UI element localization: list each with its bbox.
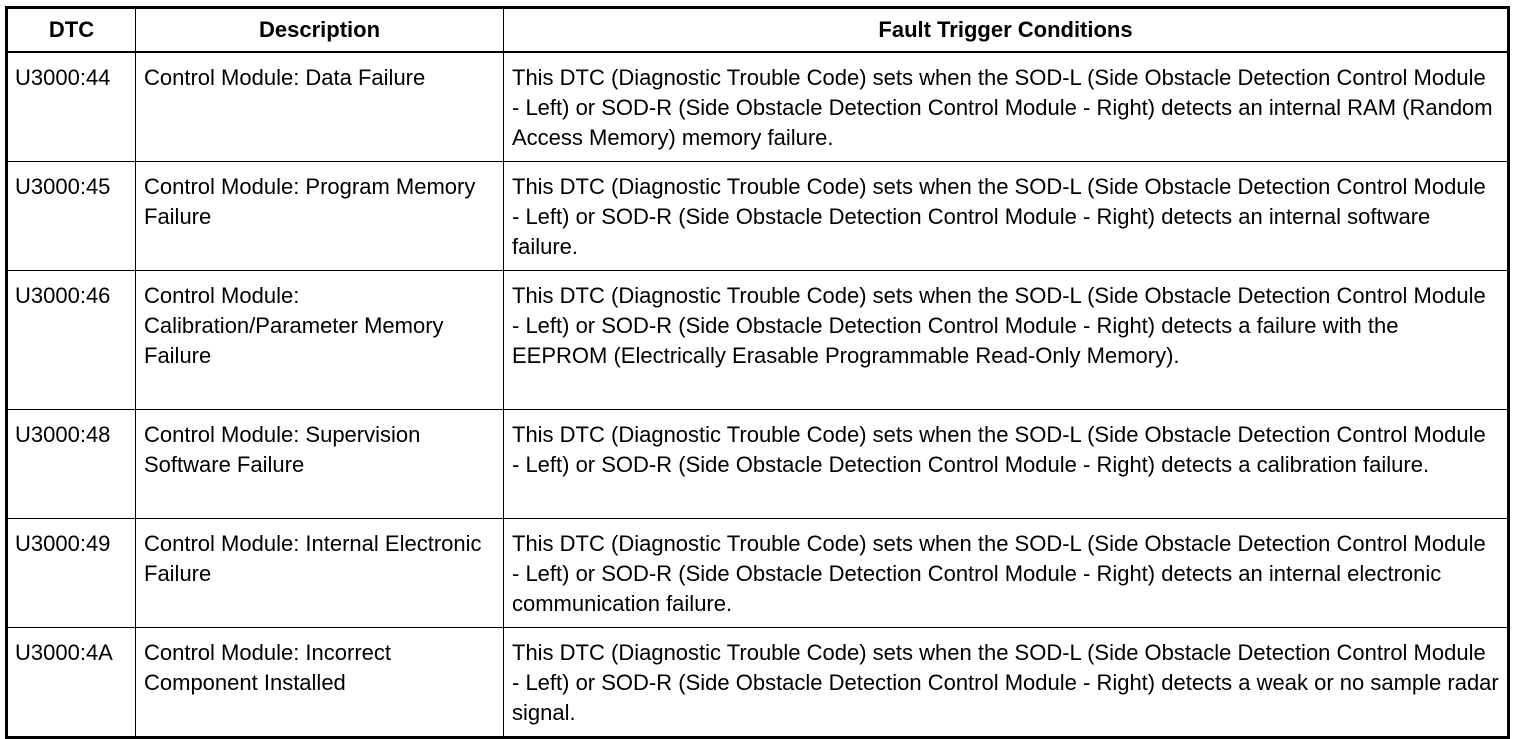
- dtc-code-cell: U3000:46: [6, 270, 136, 410]
- description-cell: Control Module: Supervision Software Fai…: [135, 409, 504, 519]
- header-fault-trigger-conditions: Fault Trigger Conditions: [503, 7, 1509, 53]
- description-cell: Control Module: Internal Electronic Fail…: [135, 518, 504, 628]
- dtc-code-cell: U3000:48: [6, 409, 136, 519]
- header-dtc: DTC: [6, 7, 136, 53]
- description-cell: Control Module: Incorrect Component Inst…: [135, 627, 504, 738]
- table-row: U3000:4A Control Module: Incorrect Compo…: [6, 627, 1509, 738]
- dtc-code-cell: U3000:49: [6, 518, 136, 628]
- table-row: U3000:48 Control Module: Supervision Sof…: [6, 409, 1509, 519]
- conditions-cell: This DTC (Diagnostic Trouble Code) sets …: [503, 518, 1509, 628]
- description-cell: Control Module: Program Memory Failure: [135, 161, 504, 271]
- table-row: U3000:46 Control Module: Calibration/Par…: [6, 270, 1509, 410]
- conditions-cell: This DTC (Diagnostic Trouble Code) sets …: [503, 161, 1509, 271]
- dtc-code-cell: U3000:4A: [6, 627, 136, 738]
- conditions-cell: This DTC (Diagnostic Trouble Code) sets …: [503, 627, 1509, 738]
- dtc-table: DTC Description Fault Trigger Conditions…: [5, 6, 1510, 739]
- table-row: U3000:44 Control Module: Data Failure Th…: [6, 51, 1509, 162]
- description-cell: Control Module: Calibration/Parameter Me…: [135, 270, 504, 410]
- description-cell: Control Module: Data Failure: [135, 51, 504, 162]
- table-row: U3000:45 Control Module: Program Memory …: [6, 161, 1509, 271]
- table-row: U3000:49 Control Module: Internal Electr…: [6, 518, 1509, 628]
- conditions-cell: This DTC (Diagnostic Trouble Code) sets …: [503, 51, 1509, 162]
- conditions-cell: This DTC (Diagnostic Trouble Code) sets …: [503, 409, 1509, 519]
- header-description: Description: [135, 7, 504, 53]
- table-header-row: DTC Description Fault Trigger Conditions: [6, 7, 1509, 53]
- dtc-code-cell: U3000:45: [6, 161, 136, 271]
- conditions-cell: This DTC (Diagnostic Trouble Code) sets …: [503, 270, 1509, 410]
- dtc-code-cell: U3000:44: [6, 51, 136, 162]
